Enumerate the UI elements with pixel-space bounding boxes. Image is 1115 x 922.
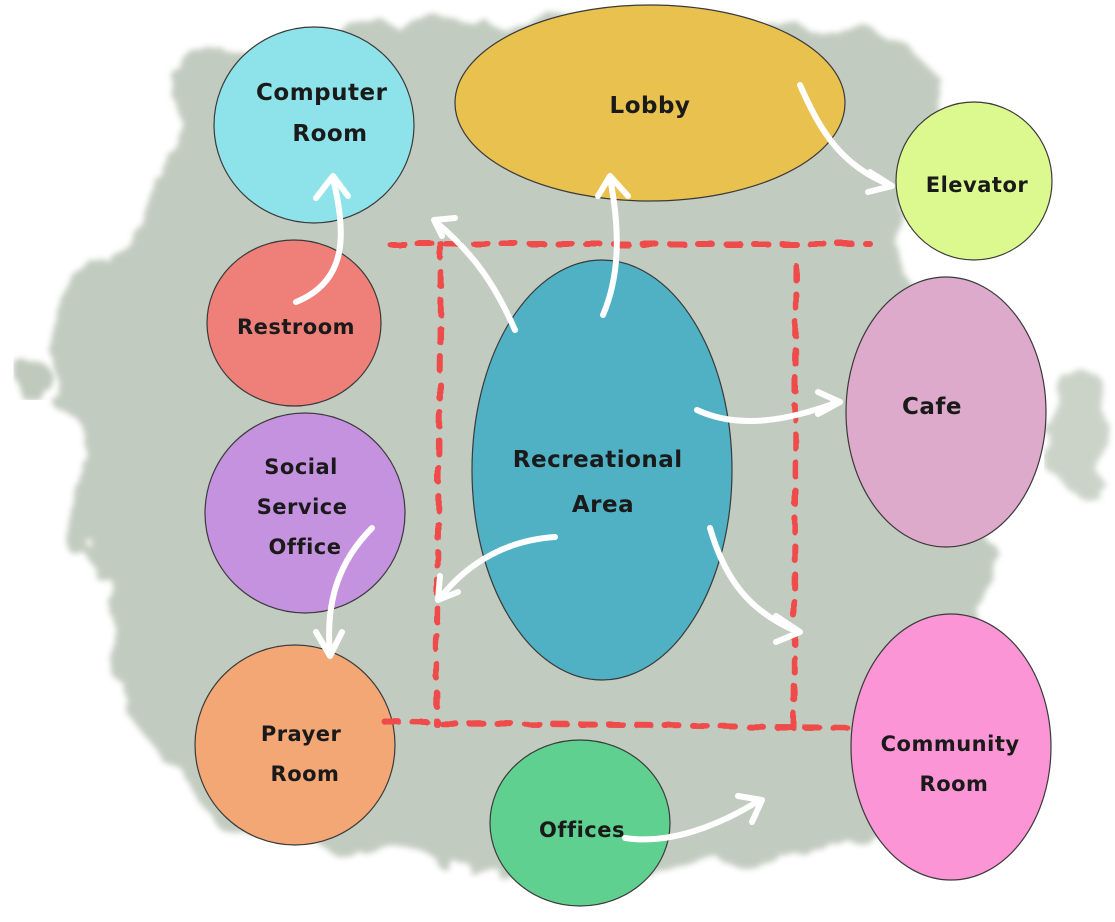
arrow-rec-to-lobby <box>595 173 631 318</box>
node-offices-label: Offices <box>539 818 625 842</box>
node-cafe-label: Cafe <box>902 394 962 420</box>
arrow-rec-to-lower-right <box>707 525 803 645</box>
node-prayer-room: Prayer Room <box>194 644 396 846</box>
node-cafe: Cafe <box>845 276 1047 548</box>
node-elevator: Elevator <box>895 101 1053 261</box>
node-restroom: Restroom <box>206 239 382 407</box>
node-community-room-label: Community Room <box>881 732 1028 796</box>
boundary-bottom <box>382 719 861 731</box>
node-social-service-office-label: Social Service Office <box>257 455 356 559</box>
arrow-rec-to-cafe <box>694 389 843 425</box>
node-prayer-room-label: Prayer Room <box>261 722 349 786</box>
node-lobby-label: Lobby <box>610 93 691 119</box>
arrow-social-to-prayer-room <box>313 525 375 659</box>
node-recreational-area-label: Recreational Area <box>513 447 691 518</box>
node-community-room: Community Room <box>850 613 1052 881</box>
node-offices: Offices <box>489 739 671 907</box>
node-recreational-area: Recreational Area <box>471 259 733 681</box>
node-computer-room: Computer Room <box>213 26 415 224</box>
node-social-service-office: Social Service Office <box>204 412 406 614</box>
node-elevator-label: Elevator <box>926 173 1029 197</box>
node-lobby: Lobby <box>454 4 846 202</box>
flow-arrows <box>293 82 895 843</box>
arrow-rec-to-left <box>435 534 558 603</box>
node-computer-room-label: Computer Room <box>256 80 396 147</box>
arrow-rec-to-upper-left <box>431 215 518 333</box>
arrow-restroom-to-computer-room <box>293 173 351 305</box>
boundary-left <box>433 241 444 727</box>
arrow-offices-outward <box>622 793 765 843</box>
boundary-right <box>791 263 799 737</box>
zone-boundary-dashed <box>382 241 873 737</box>
arrow-lobby-to-elevator <box>797 82 895 195</box>
node-restroom-label: Restroom <box>237 315 355 339</box>
